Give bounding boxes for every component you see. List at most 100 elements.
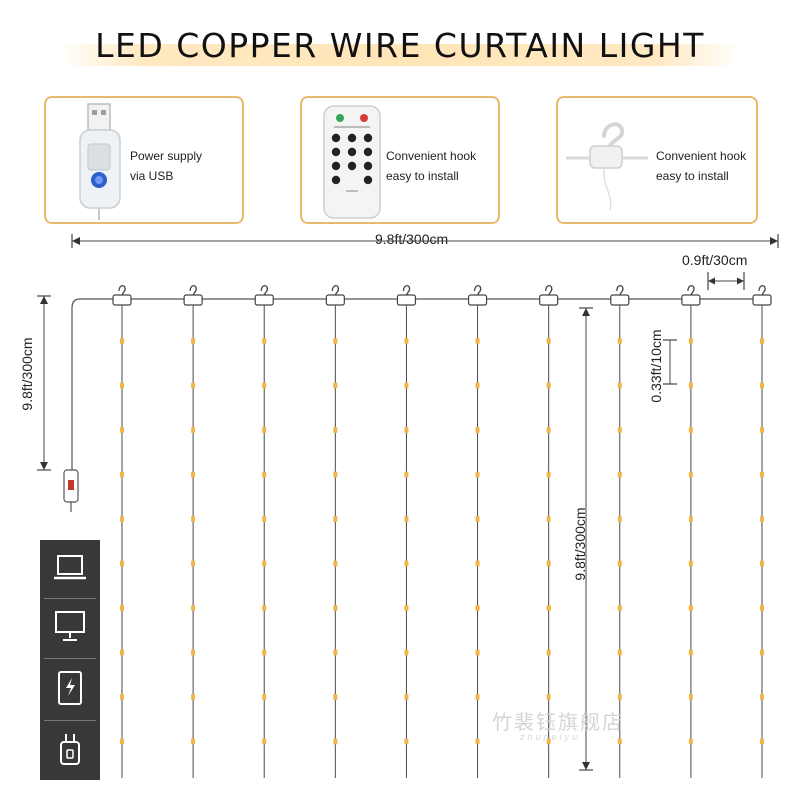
led-bead — [546, 382, 551, 389]
feature-line1: Power supply — [130, 149, 203, 163]
laptop-icon — [54, 555, 86, 580]
led-bead — [546, 649, 551, 656]
led-bead — [688, 694, 693, 700]
hook-icon — [260, 284, 268, 297]
led-bead — [475, 471, 480, 478]
strand-clip — [539, 294, 559, 306]
led-bead — [475, 338, 480, 344]
title-highlight-band — [60, 44, 740, 66]
led-bead — [760, 427, 764, 433]
strand-clip — [325, 294, 345, 306]
feature-card-remote: Convenient hook easy to install — [300, 96, 500, 224]
hook-icon — [758, 284, 766, 297]
feature-card-usb: Power supply via USB — [44, 96, 244, 224]
led-bead — [262, 694, 267, 700]
led-bead — [333, 427, 338, 433]
store-watermark-sub: zhupeiyu — [520, 732, 581, 742]
led-bead — [475, 694, 480, 700]
power-source-panel — [40, 540, 100, 780]
hook-icon — [473, 284, 482, 297]
led-bead — [688, 605, 693, 611]
led-bead — [333, 649, 338, 656]
led-bead — [262, 382, 267, 389]
led-bead — [404, 427, 409, 433]
led-bead — [546, 738, 551, 745]
led-bead — [546, 338, 551, 344]
light-strand — [112, 284, 132, 778]
led-bead — [617, 694, 622, 700]
led-bead — [688, 560, 693, 567]
led-bead — [191, 605, 196, 611]
led-bead — [475, 605, 480, 611]
strand-clip — [681, 294, 701, 306]
light-strand — [467, 284, 488, 778]
feature-line2: via USB — [130, 169, 174, 183]
led-bead — [688, 516, 693, 522]
light-strand — [325, 284, 345, 778]
led-bead — [404, 516, 409, 522]
panel-divider — [44, 658, 96, 659]
power-bank-icon — [58, 671, 82, 705]
led-bead — [191, 382, 196, 389]
strand-spacing-label: 0.9ft/30cm — [682, 252, 748, 268]
led-bead — [191, 471, 196, 478]
led-bead — [760, 738, 764, 745]
led-bead — [475, 738, 480, 745]
feature-text-usb: Power supply via USB — [130, 146, 202, 186]
led-bead — [760, 605, 764, 611]
led-bead — [617, 338, 622, 344]
led-bead — [120, 338, 124, 344]
led-bead — [262, 338, 267, 344]
strand-clip — [396, 294, 417, 306]
led-bead — [120, 738, 124, 745]
led-bead — [688, 471, 693, 478]
led-bead — [760, 694, 764, 700]
light-strand — [396, 284, 417, 778]
panel-divider — [44, 598, 96, 599]
led-bead — [333, 738, 338, 745]
led-bead — [120, 427, 124, 433]
wall-adapter-icon — [60, 734, 80, 765]
hook-icon — [331, 284, 340, 297]
led-bead — [191, 560, 196, 567]
top-wire — [71, 298, 764, 470]
hook-icon — [687, 284, 695, 297]
led-bead — [333, 605, 338, 611]
led-bead — [191, 516, 196, 522]
hook-icon — [545, 284, 553, 297]
led-bead — [475, 382, 480, 389]
light-strands — [112, 284, 772, 778]
hook-connector-icon — [566, 122, 648, 211]
led-bead — [617, 382, 622, 389]
feature-line1: Convenient hook — [656, 149, 747, 163]
feature-text-remote: Convenient hook easy to install — [386, 146, 476, 186]
led-bead — [760, 516, 764, 522]
led-bead — [546, 694, 551, 700]
led-bead — [191, 738, 196, 745]
led-bead — [262, 427, 267, 433]
feature-line1: Convenient hook — [386, 149, 477, 163]
led-bead — [760, 471, 764, 478]
led-bead — [760, 338, 764, 344]
led-bead — [475, 427, 480, 433]
led-bead — [262, 560, 267, 567]
led-bead — [404, 338, 409, 344]
led-bead — [262, 471, 267, 478]
feature-text-hook: Convenient hook easy to install — [656, 146, 746, 186]
strand-clip — [467, 294, 488, 306]
hook-icon — [189, 284, 197, 297]
led-bead — [262, 649, 267, 656]
led-bead — [191, 338, 196, 344]
led-bead — [688, 338, 693, 344]
led-bead — [262, 605, 267, 611]
led-bead — [617, 605, 622, 611]
light-strand — [752, 284, 772, 778]
led-bead — [262, 738, 267, 745]
hook-icon — [118, 284, 126, 297]
led-bead — [333, 560, 338, 567]
led-bead — [404, 649, 409, 656]
light-strand — [610, 284, 630, 778]
led-bead — [688, 382, 693, 389]
led-bead — [546, 516, 551, 522]
